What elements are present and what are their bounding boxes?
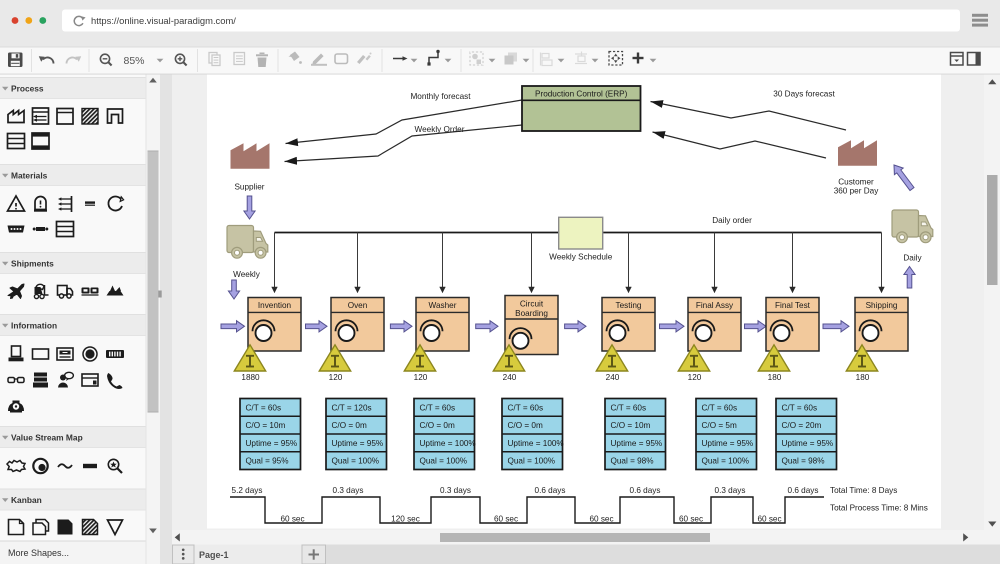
svg-text:1880: 1880 xyxy=(241,373,260,382)
svg-text:60 sec: 60 sec xyxy=(494,514,518,523)
svg-text:Materials: Materials xyxy=(11,170,48,180)
svg-text:60 sec: 60 sec xyxy=(280,514,304,523)
svg-text:Qual = 98%: Qual = 98% xyxy=(782,457,825,466)
svg-text:C/T = 60s: C/T = 60s xyxy=(420,403,456,412)
svg-text:Total Time: 8 Days: Total Time: 8 Days xyxy=(830,486,897,495)
svg-text:Uptime = 95%: Uptime = 95% xyxy=(246,439,298,448)
svg-text:Testing: Testing xyxy=(616,301,642,310)
svg-text:Monthly forecast: Monthly forecast xyxy=(410,92,471,101)
svg-text:Invention: Invention xyxy=(258,301,292,310)
svg-text:0.3 days: 0.3 days xyxy=(715,486,746,495)
svg-text:Washer: Washer xyxy=(429,301,457,310)
svg-text:0.6 days: 0.6 days xyxy=(535,486,566,495)
svg-text:https://online.visual-paradigm: https://online.visual-paradigm.com/ xyxy=(91,15,236,26)
svg-text:60 sec: 60 sec xyxy=(757,514,781,523)
svg-text:Qual = 100%: Qual = 100% xyxy=(702,457,750,466)
svg-text:Uptime = 95%: Uptime = 95% xyxy=(782,439,834,448)
svg-text:30 Days forecast: 30 Days forecast xyxy=(773,89,835,98)
svg-text:Shipments: Shipments xyxy=(11,258,54,268)
svg-text:Circuit: Circuit xyxy=(520,299,544,308)
svg-text:C/O = 0m: C/O = 0m xyxy=(420,421,455,430)
svg-text:C/T = 120s: C/T = 120s xyxy=(332,403,372,412)
svg-text:60 sec: 60 sec xyxy=(679,514,703,523)
svg-text:120: 120 xyxy=(414,373,428,382)
svg-text:Uptime = 100%: Uptime = 100% xyxy=(508,439,564,448)
svg-text:240: 240 xyxy=(606,373,620,382)
svg-text:120: 120 xyxy=(329,373,343,382)
svg-text:0.6 days: 0.6 days xyxy=(788,486,819,495)
svg-text:Weekly Schedule: Weekly Schedule xyxy=(549,253,613,262)
svg-text:Boarding: Boarding xyxy=(515,309,548,318)
svg-text:Process: Process xyxy=(11,83,44,93)
svg-text:Customer: Customer xyxy=(838,177,874,186)
svg-text:60 sec: 60 sec xyxy=(589,514,613,523)
svg-text:C/T = 60s: C/T = 60s xyxy=(782,403,818,412)
svg-text:C/O = 10m: C/O = 10m xyxy=(611,421,651,430)
svg-text:Qual = 100%: Qual = 100% xyxy=(508,457,556,466)
svg-text:Uptime = 95%: Uptime = 95% xyxy=(332,439,384,448)
svg-text:180: 180 xyxy=(768,373,782,382)
svg-text:240: 240 xyxy=(503,373,517,382)
svg-text:Final Assy: Final Assy xyxy=(696,301,734,310)
svg-text:C/O = 0m: C/O = 0m xyxy=(508,421,543,430)
svg-text:Total Process Time: 8 Mins: Total Process Time: 8 Mins xyxy=(830,503,928,512)
svg-text:C/T = 60s: C/T = 60s xyxy=(508,403,544,412)
svg-text:Supplier: Supplier xyxy=(234,182,264,191)
svg-text:0.6 days: 0.6 days xyxy=(630,486,661,495)
svg-text:C/O = 0m: C/O = 0m xyxy=(332,421,367,430)
svg-text:180: 180 xyxy=(856,373,870,382)
svg-text:360 per Day: 360 per Day xyxy=(834,187,880,196)
svg-text:C/O = 10m: C/O = 10m xyxy=(246,421,286,430)
svg-text:Daily order: Daily order xyxy=(712,216,752,225)
svg-text:C/O = 20m: C/O = 20m xyxy=(782,421,822,430)
svg-text:85%: 85% xyxy=(123,55,144,67)
svg-text:C/T = 60s: C/T = 60s xyxy=(246,403,282,412)
svg-text:120 sec: 120 sec xyxy=(391,514,420,523)
svg-text:Daily: Daily xyxy=(903,253,922,262)
svg-text:Oven: Oven xyxy=(348,301,368,310)
svg-text:0.3 days: 0.3 days xyxy=(440,486,471,495)
svg-text:Final Test: Final Test xyxy=(775,301,811,310)
svg-text:0.3 days: 0.3 days xyxy=(333,486,364,495)
svg-text:Weekly Order: Weekly Order xyxy=(415,125,465,134)
svg-text:C/T = 60s: C/T = 60s xyxy=(702,403,738,412)
svg-text:Uptime = 95%: Uptime = 95% xyxy=(611,439,663,448)
svg-text:More Shapes...: More Shapes... xyxy=(8,548,69,558)
svg-text:Weekly: Weekly xyxy=(233,270,261,279)
svg-text:Page-1: Page-1 xyxy=(199,550,229,560)
svg-text:C/O = 5m: C/O = 5m xyxy=(702,421,737,430)
svg-text:Qual = 100%: Qual = 100% xyxy=(332,457,380,466)
svg-text:120: 120 xyxy=(688,373,702,382)
svg-text:Information: Information xyxy=(11,320,57,330)
svg-text:Shipping: Shipping xyxy=(866,301,898,310)
svg-text:Qual = 100%: Qual = 100% xyxy=(420,457,468,466)
svg-text:Value Stream Map: Value Stream Map xyxy=(11,432,83,442)
svg-text:Qual = 95%: Qual = 95% xyxy=(246,457,289,466)
svg-text:5.2 days: 5.2 days xyxy=(232,486,263,495)
svg-text:Kanban: Kanban xyxy=(11,495,42,505)
svg-text:Production Control (ERP): Production Control (ERP) xyxy=(535,89,628,98)
svg-text:Uptime = 100%: Uptime = 100% xyxy=(420,439,476,448)
svg-text:C/T = 60s: C/T = 60s xyxy=(611,403,647,412)
svg-text:Uptime = 95%: Uptime = 95% xyxy=(702,439,754,448)
svg-text:Qual = 98%: Qual = 98% xyxy=(611,457,654,466)
